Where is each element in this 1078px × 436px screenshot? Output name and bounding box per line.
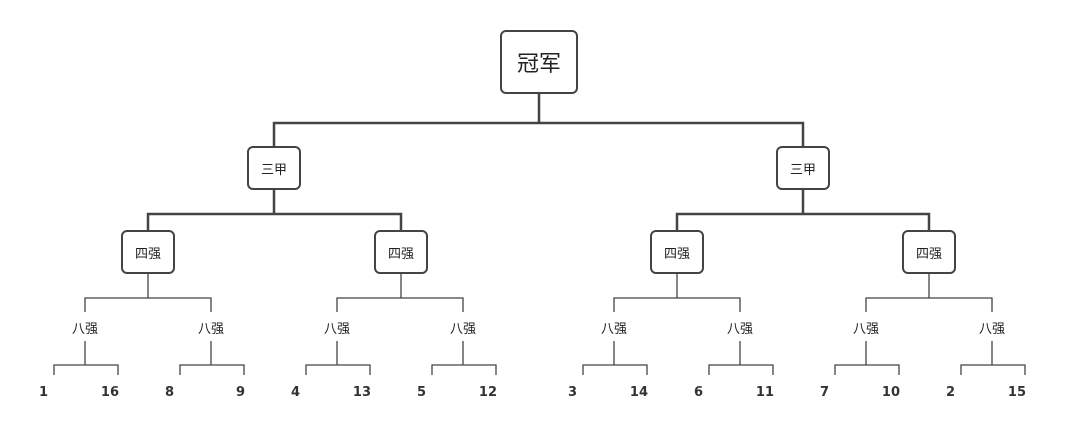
connector: [582, 364, 648, 375]
eighth-final-label: 八强: [197, 322, 225, 337]
connector: [834, 364, 900, 375]
connector: [146, 212, 403, 230]
champion-node-label: 冠军: [516, 52, 561, 77]
semi-node: 三甲: [247, 146, 301, 190]
seed-number: 11: [755, 385, 774, 400]
connector: [179, 364, 245, 375]
seed-number: 5: [417, 385, 427, 400]
quarter-node: 四强: [374, 230, 428, 274]
seed-number: 1: [39, 385, 49, 400]
semi-node-label: 三甲: [260, 162, 287, 178]
seed-number: 16: [100, 385, 119, 400]
quarter-node-label: 四强: [134, 246, 161, 262]
seed-number: 6: [694, 385, 704, 400]
connector: [960, 364, 1026, 375]
eighth-final-label: 八强: [600, 322, 628, 337]
seed-number: 12: [478, 385, 497, 400]
quarter-node: 四强: [650, 230, 704, 274]
quarter-node: 四强: [121, 230, 175, 274]
connector: [272, 121, 805, 146]
connector: [708, 364, 774, 375]
quarter-node-label: 四强: [663, 246, 690, 262]
champion-node: 冠军: [500, 30, 578, 94]
connector: [336, 297, 464, 312]
seed-number: 13: [352, 385, 371, 400]
connector: [305, 364, 371, 375]
seed-number: 15: [1007, 385, 1026, 400]
connector: [865, 297, 993, 312]
seed-number: 10: [881, 385, 900, 400]
semi-node-label: 三甲: [789, 162, 816, 178]
seed-number: 8: [165, 385, 175, 400]
connector: [613, 297, 741, 312]
seed-number: 2: [946, 385, 956, 400]
eighth-final-label: 八强: [71, 322, 99, 337]
seed-number: 4: [291, 385, 301, 400]
seed-number: 9: [235, 385, 245, 400]
seed-number: 14: [629, 385, 648, 400]
quarter-node-label: 四强: [915, 246, 942, 262]
eighth-final-label: 八强: [978, 322, 1006, 337]
eighth-final-label: 八强: [449, 322, 477, 337]
connector: [84, 297, 212, 312]
quarter-node: 四强: [902, 230, 956, 274]
quarter-node-label: 四强: [387, 246, 414, 262]
seed-number: 7: [820, 385, 830, 400]
seed-number: 3: [568, 385, 578, 400]
connector: [431, 364, 497, 375]
connector: [53, 364, 119, 375]
semi-node: 三甲: [776, 146, 830, 190]
eighth-final-label: 八强: [323, 322, 351, 337]
eighth-final-label: 八强: [852, 322, 880, 337]
connector: [675, 212, 931, 230]
eighth-final-label: 八强: [726, 322, 754, 337]
